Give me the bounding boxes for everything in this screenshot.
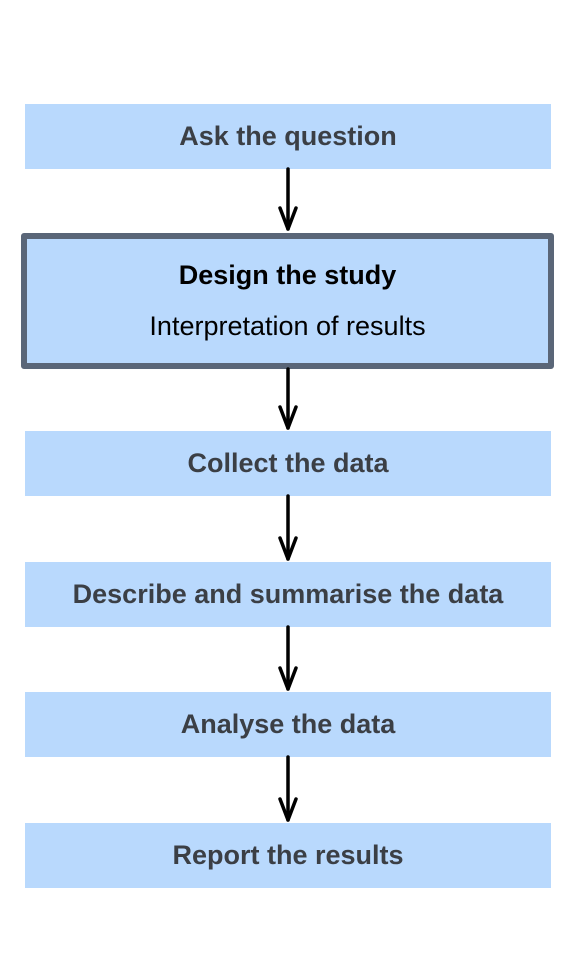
step-label: Ask the question (179, 121, 397, 151)
step-label: Report the results (172, 840, 404, 870)
step-collect-data: Collect the data (25, 431, 551, 496)
arrow-1 (278, 167, 298, 231)
step-ask-question: Ask the question (25, 104, 551, 169)
step-label: Describe and summarise the data (72, 579, 504, 609)
step-label: Analyse the data (180, 709, 396, 739)
step-describe-summarise: Describe and summarise the data (25, 562, 551, 627)
step-report-results: Report the results (25, 823, 551, 888)
arrow-3 (278, 494, 298, 561)
step-sublabel: Interpretation of results (149, 311, 426, 341)
arrow-5 (278, 755, 298, 822)
step-analyse-data: Analyse the data (25, 692, 551, 757)
arrow-4 (278, 625, 298, 691)
step-label: Collect the data (187, 448, 389, 478)
step-label: Design the study (178, 260, 397, 290)
arrow-2 (278, 367, 298, 430)
step-design-study: Design the study Interpretation of resul… (21, 233, 554, 369)
